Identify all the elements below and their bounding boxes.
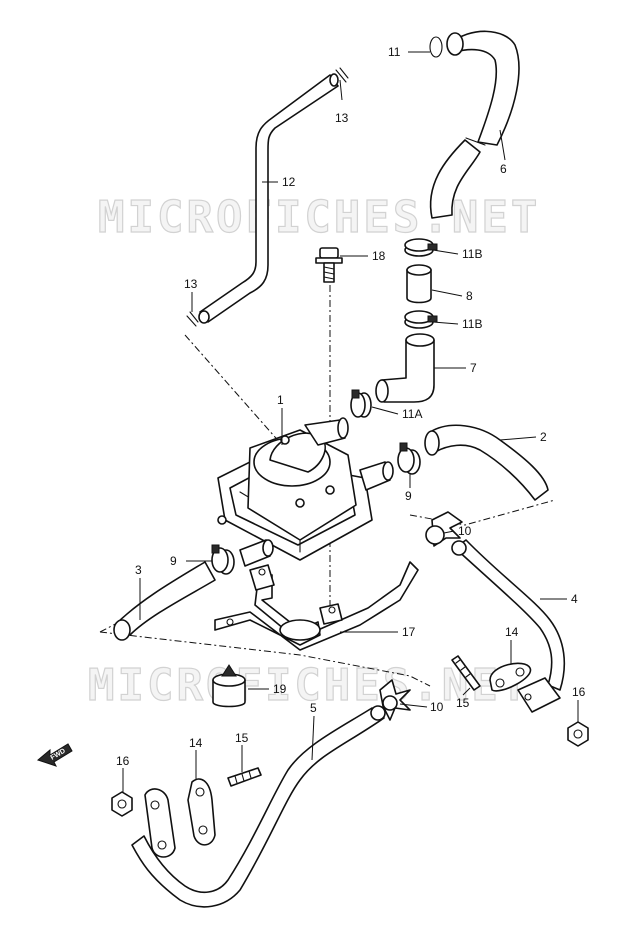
- stud-part-15-right: [451, 655, 481, 691]
- nut-part-16-right: [567, 721, 589, 747]
- callout-4: 4: [571, 592, 578, 606]
- stud-part-15-left: [227, 767, 262, 787]
- callout-14-right: 14: [505, 625, 519, 639]
- callout-10-lower: 10: [430, 700, 444, 714]
- callout-11: 11: [388, 45, 401, 59]
- callout-7: 7: [470, 361, 477, 375]
- gasket-part-14-right: [489, 662, 531, 692]
- hose-part-12: [198, 73, 339, 324]
- bolt-part-18: [315, 247, 343, 283]
- callout-11a: 11A: [402, 407, 422, 421]
- clamp-part-11b-bottom: [404, 310, 438, 329]
- mount-part-19: [212, 664, 246, 708]
- hose-part-7: [375, 333, 435, 403]
- callout-9-right: 9: [405, 489, 412, 503]
- hose-part-3: [113, 561, 216, 641]
- callout-10-upper: 10: [458, 524, 472, 538]
- clip-part-13: [186, 67, 349, 327]
- callout-8: 8: [466, 289, 473, 303]
- callout-15-right: 15: [456, 696, 470, 710]
- callout-14-left: 14: [189, 736, 203, 750]
- callout-15-left: 15: [235, 731, 249, 745]
- hose-part-2: [424, 424, 549, 501]
- clamp-part-11a: [350, 389, 372, 418]
- watermark-top: MICROFICHES.NET: [98, 192, 540, 243]
- fwd-arrow-icon: FWD: [36, 743, 73, 767]
- callout-5: 5: [310, 701, 317, 715]
- callout-19: 19: [273, 682, 287, 696]
- bracket-part-17: [214, 561, 419, 651]
- watermark-bottom: MICROFICHES.NET: [88, 660, 530, 711]
- clamp-part-11: [429, 36, 443, 58]
- hose-part-6: [429, 30, 520, 219]
- callout-6: 6: [500, 162, 507, 176]
- callout-11b-top: 11B: [462, 247, 482, 261]
- clamp-part-9-right: [397, 442, 421, 475]
- callout-16-right: 16: [572, 685, 586, 699]
- valve-assembly-part-1: [217, 417, 394, 567]
- callout-3: 3: [135, 563, 142, 577]
- leader-lines: [122, 51, 579, 792]
- nut-part-16-left: [111, 791, 133, 817]
- callout-17: 17: [402, 625, 416, 639]
- pipe-part-5: [131, 705, 386, 908]
- callout-2: 2: [540, 430, 547, 444]
- callout-11b-bottom: 11B: [462, 317, 482, 331]
- gasket-part-10-lower: [379, 679, 411, 721]
- callout-18: 18: [372, 249, 386, 263]
- callout-labels: 11 13 6 12 18 11B 13 8 11B 7 11A 1 2 9 1…: [116, 45, 586, 768]
- gasket-part-10-upper: [425, 511, 463, 547]
- gasket-part-14-left: [187, 778, 216, 846]
- callout-13-top: 13: [335, 111, 349, 125]
- callout-12: 12: [282, 175, 296, 189]
- pipe-part-4: [451, 539, 566, 713]
- callout-13-left: 13: [184, 277, 198, 291]
- clamp-part-9-left: [211, 544, 235, 575]
- callout-9-left: 9: [170, 554, 177, 568]
- hose-part-8: [406, 264, 432, 304]
- callout-1: 1: [277, 393, 284, 407]
- callout-16-left: 16: [116, 754, 130, 768]
